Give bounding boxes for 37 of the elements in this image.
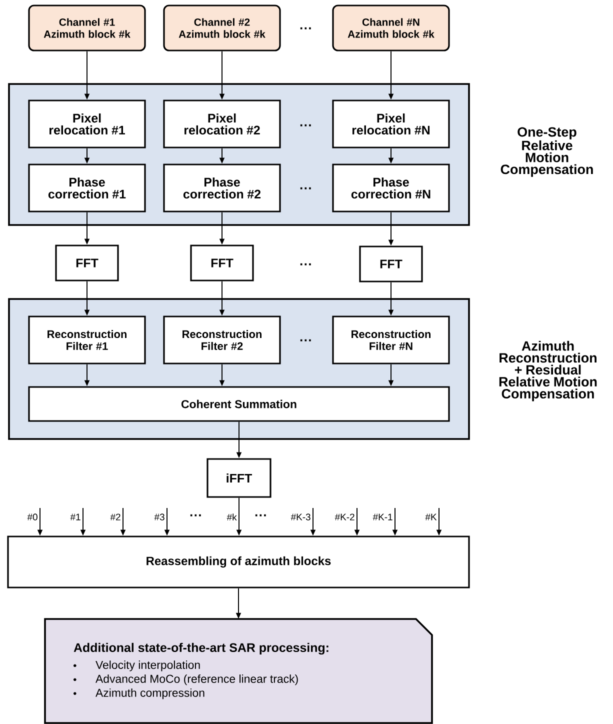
ellipsis: ··· xyxy=(300,187,311,190)
edge-label: #0 xyxy=(26,512,39,522)
process-box: Coherent Summation xyxy=(28,386,450,422)
process-box: FFT xyxy=(190,244,254,282)
input-box: Channel #1 Azimuth block #k xyxy=(28,4,146,52)
process-box: Reconstruction Filter #N xyxy=(332,316,450,364)
stage-heading: Azimuth Reconstruction + Residual Relative Motion Compensation xyxy=(499,340,597,402)
stage-heading: One-Step Relative Motion Compensation xyxy=(500,127,593,177)
ellipsis: ··· xyxy=(190,514,201,516)
edge-label: #K-3 xyxy=(290,512,312,522)
edge-label: #K-1 xyxy=(372,512,394,522)
edge-label: #K xyxy=(424,512,438,522)
ellipsis: ··· xyxy=(300,124,311,126)
ellipsis: ··· xyxy=(255,514,266,516)
ellipsis: ··· xyxy=(300,27,311,30)
process-box: Phase correction #N xyxy=(332,164,450,212)
process-box: FFT xyxy=(359,246,423,282)
edge-label: #2 xyxy=(109,512,122,522)
process-box: FFT xyxy=(55,244,119,282)
process-box: Pixel relocation #1 xyxy=(28,100,146,148)
input-box: Channel #N Azimuth block #k xyxy=(332,4,450,52)
process-box: iFFT xyxy=(206,458,272,498)
edge-label: #1 xyxy=(69,512,82,522)
process-box: Reconstruction Filter #1 xyxy=(28,316,146,364)
edge-label: #3 xyxy=(153,512,166,522)
edge-label: #K-2 xyxy=(334,512,356,522)
process-box: Pixel relocation #2 xyxy=(163,100,281,148)
ellipsis: ··· xyxy=(300,339,311,342)
process-box: Reconstruction Filter #2 xyxy=(163,316,281,364)
input-box: Channel #2 Azimuth block #k xyxy=(163,4,281,52)
edge-label: #k xyxy=(226,512,238,522)
processing-note: Additional state-of-the-art SAR processing: Velocity interpolation Advanced MoCo (reference linear track) Azimuth compression xyxy=(44,618,433,724)
process-box: Phase correction #1 xyxy=(28,164,146,212)
process-box: Pixel relocation #N xyxy=(332,100,450,148)
process-box: Reassembling of azimuth blocks xyxy=(7,536,470,588)
ellipsis: ··· xyxy=(300,263,311,266)
process-box: Phase correction #2 xyxy=(163,164,281,212)
